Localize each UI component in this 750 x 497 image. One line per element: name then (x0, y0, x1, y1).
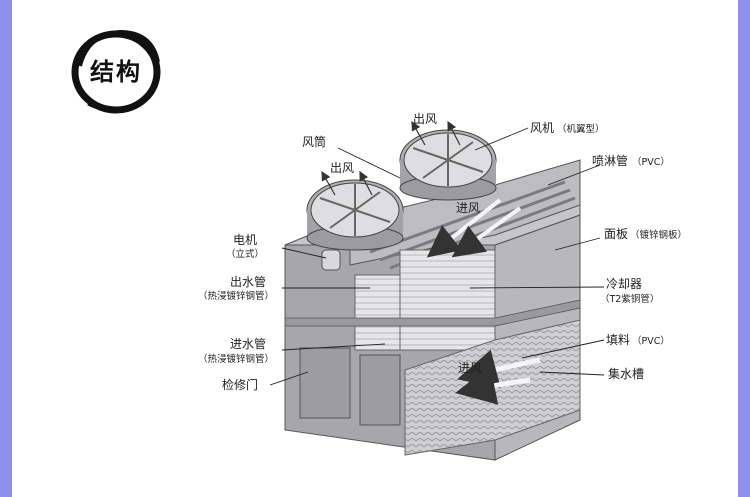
coil-tube-ends (354, 274, 401, 351)
frame-left-bar (0, 0, 12, 497)
label-fill: 填料 (606, 333, 630, 347)
fan-assembly-left (306, 179, 404, 251)
label-air-in-top: 进风 (456, 201, 480, 215)
label-cooler: 冷却器 (606, 277, 642, 291)
label-spray-pipe: 喷淋管 (592, 153, 628, 168)
label-fan: 风机 (530, 121, 554, 135)
cooler-coil (399, 249, 496, 351)
label-motor: 电机 (233, 233, 257, 247)
label-air-out-right: 出风 (413, 112, 437, 126)
label-inlet-pipe: 进水管 (230, 336, 266, 351)
leader-lines (269, 127, 605, 386)
access-door-2 (359, 354, 401, 426)
air-out-arrows (321, 120, 461, 196)
label-outlet-pipe-sub: （热浸镀锌钢管） (198, 290, 274, 302)
label-air-in-bottom: 进风 (458, 361, 482, 375)
section-badge: 结构 (68, 26, 164, 118)
frame-right-bar (738, 0, 750, 497)
label-outlet-pipe: 出水管 (230, 274, 266, 289)
label-motor-sub: （立式） (226, 248, 264, 260)
section-title: 结构 (90, 58, 142, 86)
label-panel: 面板 (604, 227, 628, 241)
label-fan-tube: 风筒 (302, 134, 326, 149)
label-access-door: 检修门 (222, 377, 258, 392)
label-fan-sub: （机翼型） (557, 123, 605, 135)
casing-middle-band (284, 299, 581, 327)
label-fill-sub: （PVC） (632, 335, 670, 347)
motor-body (321, 249, 341, 271)
label-cooler-sub: （T2紫铜管） (600, 293, 659, 305)
label-basin: 集水槽 (608, 366, 644, 381)
label-inlet-pipe-sub: （热浸镀锌钢管） (198, 353, 274, 365)
air-in-arrows-top (426, 198, 522, 258)
brush-circle-icon (71, 29, 161, 114)
access-door (299, 347, 351, 419)
air-in-arrows-bottom (455, 349, 541, 405)
label-spray-pipe-sub: （PVC） (632, 156, 670, 168)
label-panel-sub: （镀锌钢板） (630, 229, 687, 241)
label-air-out-left: 出风 (330, 161, 354, 175)
fan-assembly-right (399, 129, 497, 201)
